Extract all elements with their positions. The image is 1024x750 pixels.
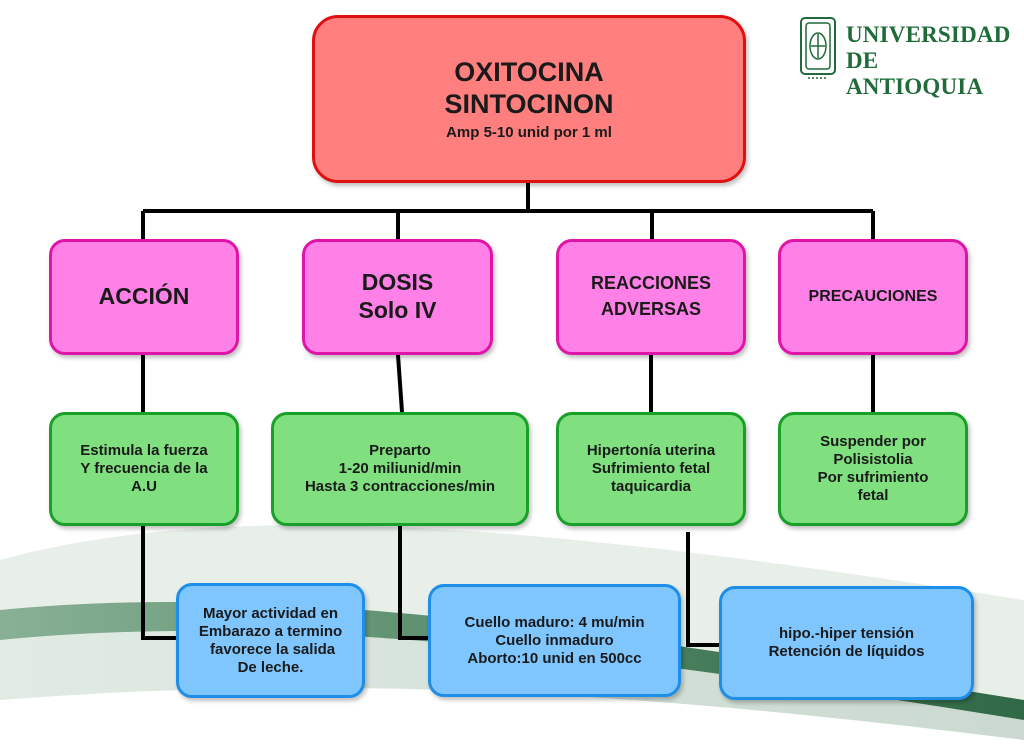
category-precauciones: PRECAUCIONES [778,239,968,355]
category-label: REACCIONES [590,273,711,294]
detail-line: Sufrimiento fetal [591,460,711,477]
note-dosis: Cuello maduro: 4 mu/min Cuello inmaduro … [428,584,681,697]
detail-line: Preparto [369,442,431,459]
note-line: Cuello inmaduro [495,631,614,649]
category-label: PRECAUCIONES [808,288,938,306]
note-line: Embarazo a termino [198,622,343,640]
root-title-2: SINTOCINON [444,89,614,119]
note-line: Retención de líquidos [768,643,925,660]
university-seal-icon [800,17,836,79]
root-title-1: OXITOCINA [454,56,604,87]
note-line: favorece la salida [205,640,336,658]
university-name: UNIVERSIDAD DE ANTIOQUIA [846,22,1011,100]
category-dosis: DOSIS Solo IV [302,239,493,355]
note-reacciones: hipo.-hiper tensión Retención de líquido… [719,586,974,700]
category-label: DOSIS [361,269,434,296]
detail-line: Y frecuencia de la [80,460,208,477]
note-line: Aborto:10 unid en 500cc [467,649,642,667]
detail-line: Estimula la fuerza [80,442,208,459]
category-accion: ACCIÓN [49,239,239,355]
detail-line: Suspender por [820,433,926,450]
root-node: OXITOCINA SINTOCINON Amp 5-10 unid por 1… [312,15,746,183]
detail-reacciones: Hipertonía uterina Sufrimiento fetal taq… [556,412,746,526]
detail-line: Hipertonía uterina [586,442,716,459]
detail-line: Hasta 3 contracciones/min [304,478,496,495]
detail-line: taquicardia [610,478,692,495]
note-line: De leche. [237,658,304,676]
detail-line: 1-20 miliunid/min [338,460,462,477]
note-accion: Mayor actividad en Embarazo a termino fa… [176,583,365,698]
note-line: Mayor actividad en [202,604,339,622]
detail-line: fetal [857,487,889,504]
category-reacciones: REACCIONES ADVERSAS [556,239,746,355]
university-name-line1: UNIVERSIDAD [846,22,1011,47]
detail-accion: Estimula la fuerza Y frecuencia de la A.… [49,412,239,526]
detail-dosis: Preparto 1-20 miliunid/min Hasta 3 contr… [271,412,529,526]
category-label: ADVERSAS [600,299,702,319]
note-line: Cuello maduro: 4 mu/min [464,613,645,631]
detail-line: Polisistolia [833,451,913,468]
category-label: Solo IV [358,297,437,323]
detail-line: A.U [131,478,157,495]
category-label: ACCIÓN [98,283,190,310]
detail-precauciones: Suspender por Polisistolia Por sufrimien… [778,412,968,526]
detail-line: Por sufrimiento [817,469,929,486]
root-subtitle: Amp 5-10 unid por 1 ml [446,124,612,142]
university-logo: UNIVERSIDAD DE ANTIOQUIA [798,14,1010,99]
note-line: hipo.-hiper tensión [779,625,914,642]
university-name-line2: DE ANTIOQUIA [846,48,984,99]
